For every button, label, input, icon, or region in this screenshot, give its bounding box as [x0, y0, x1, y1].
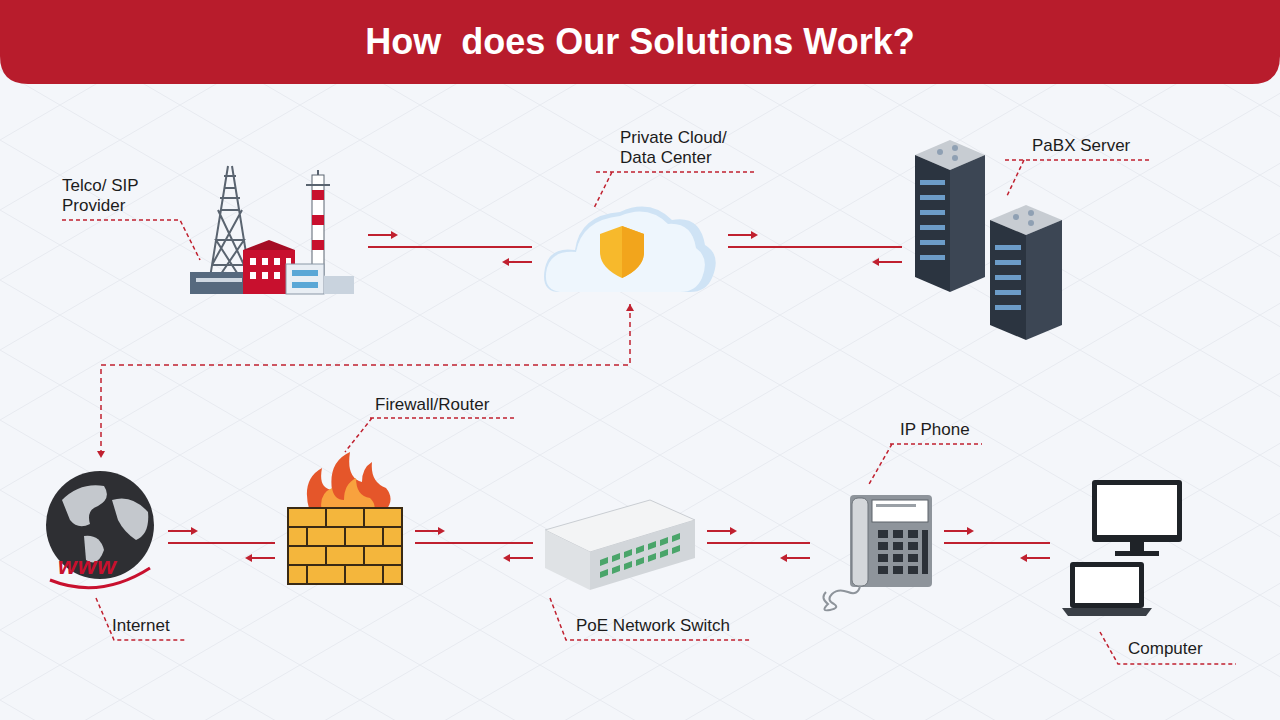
- phone-icon: [823, 495, 932, 610]
- computer-icon: [1062, 480, 1182, 616]
- leader-lines: [62, 160, 1236, 664]
- network-node: IP Phone: [820, 492, 934, 612]
- connector: [415, 527, 533, 562]
- connector: [368, 231, 532, 266]
- node-label: Private Cloud/ Data Center: [620, 128, 750, 168]
- connector: [97, 304, 634, 458]
- connector: [944, 527, 1050, 562]
- network-node: Firewall/Router: [285, 450, 405, 586]
- network-node: Telco/ SIP Provider: [188, 162, 358, 296]
- www-mark: www: [58, 552, 117, 580]
- globe-icon: [46, 471, 154, 588]
- title-text: How does Our Solutions Work?: [0, 0, 1280, 84]
- telco-icon: [190, 166, 354, 294]
- connector: [707, 527, 810, 562]
- node-label: PoE Network Switch: [576, 616, 776, 636]
- cloud-icon: [544, 207, 716, 292]
- server-icon: [915, 140, 1062, 340]
- firewall-icon: [288, 452, 402, 584]
- connector: [168, 527, 275, 562]
- node-label: Internet: [112, 616, 212, 636]
- network-node: PoE Network Switch: [543, 498, 697, 592]
- node-label: IP Phone: [900, 420, 1000, 440]
- switch-icon: [545, 500, 695, 590]
- network-node: Private Cloud/ Data Center: [542, 198, 718, 294]
- node-label: PaBX Server: [1032, 136, 1162, 156]
- node-label: Telco/ SIP Provider: [62, 176, 172, 216]
- network-node: PaBX Server: [912, 138, 1064, 342]
- connector: [728, 231, 902, 266]
- node-label: Firewall/Router: [375, 395, 535, 415]
- node-label: Computer: [1128, 639, 1248, 659]
- network-node: Computer: [1060, 478, 1184, 618]
- title-bar: [0, 0, 1280, 84]
